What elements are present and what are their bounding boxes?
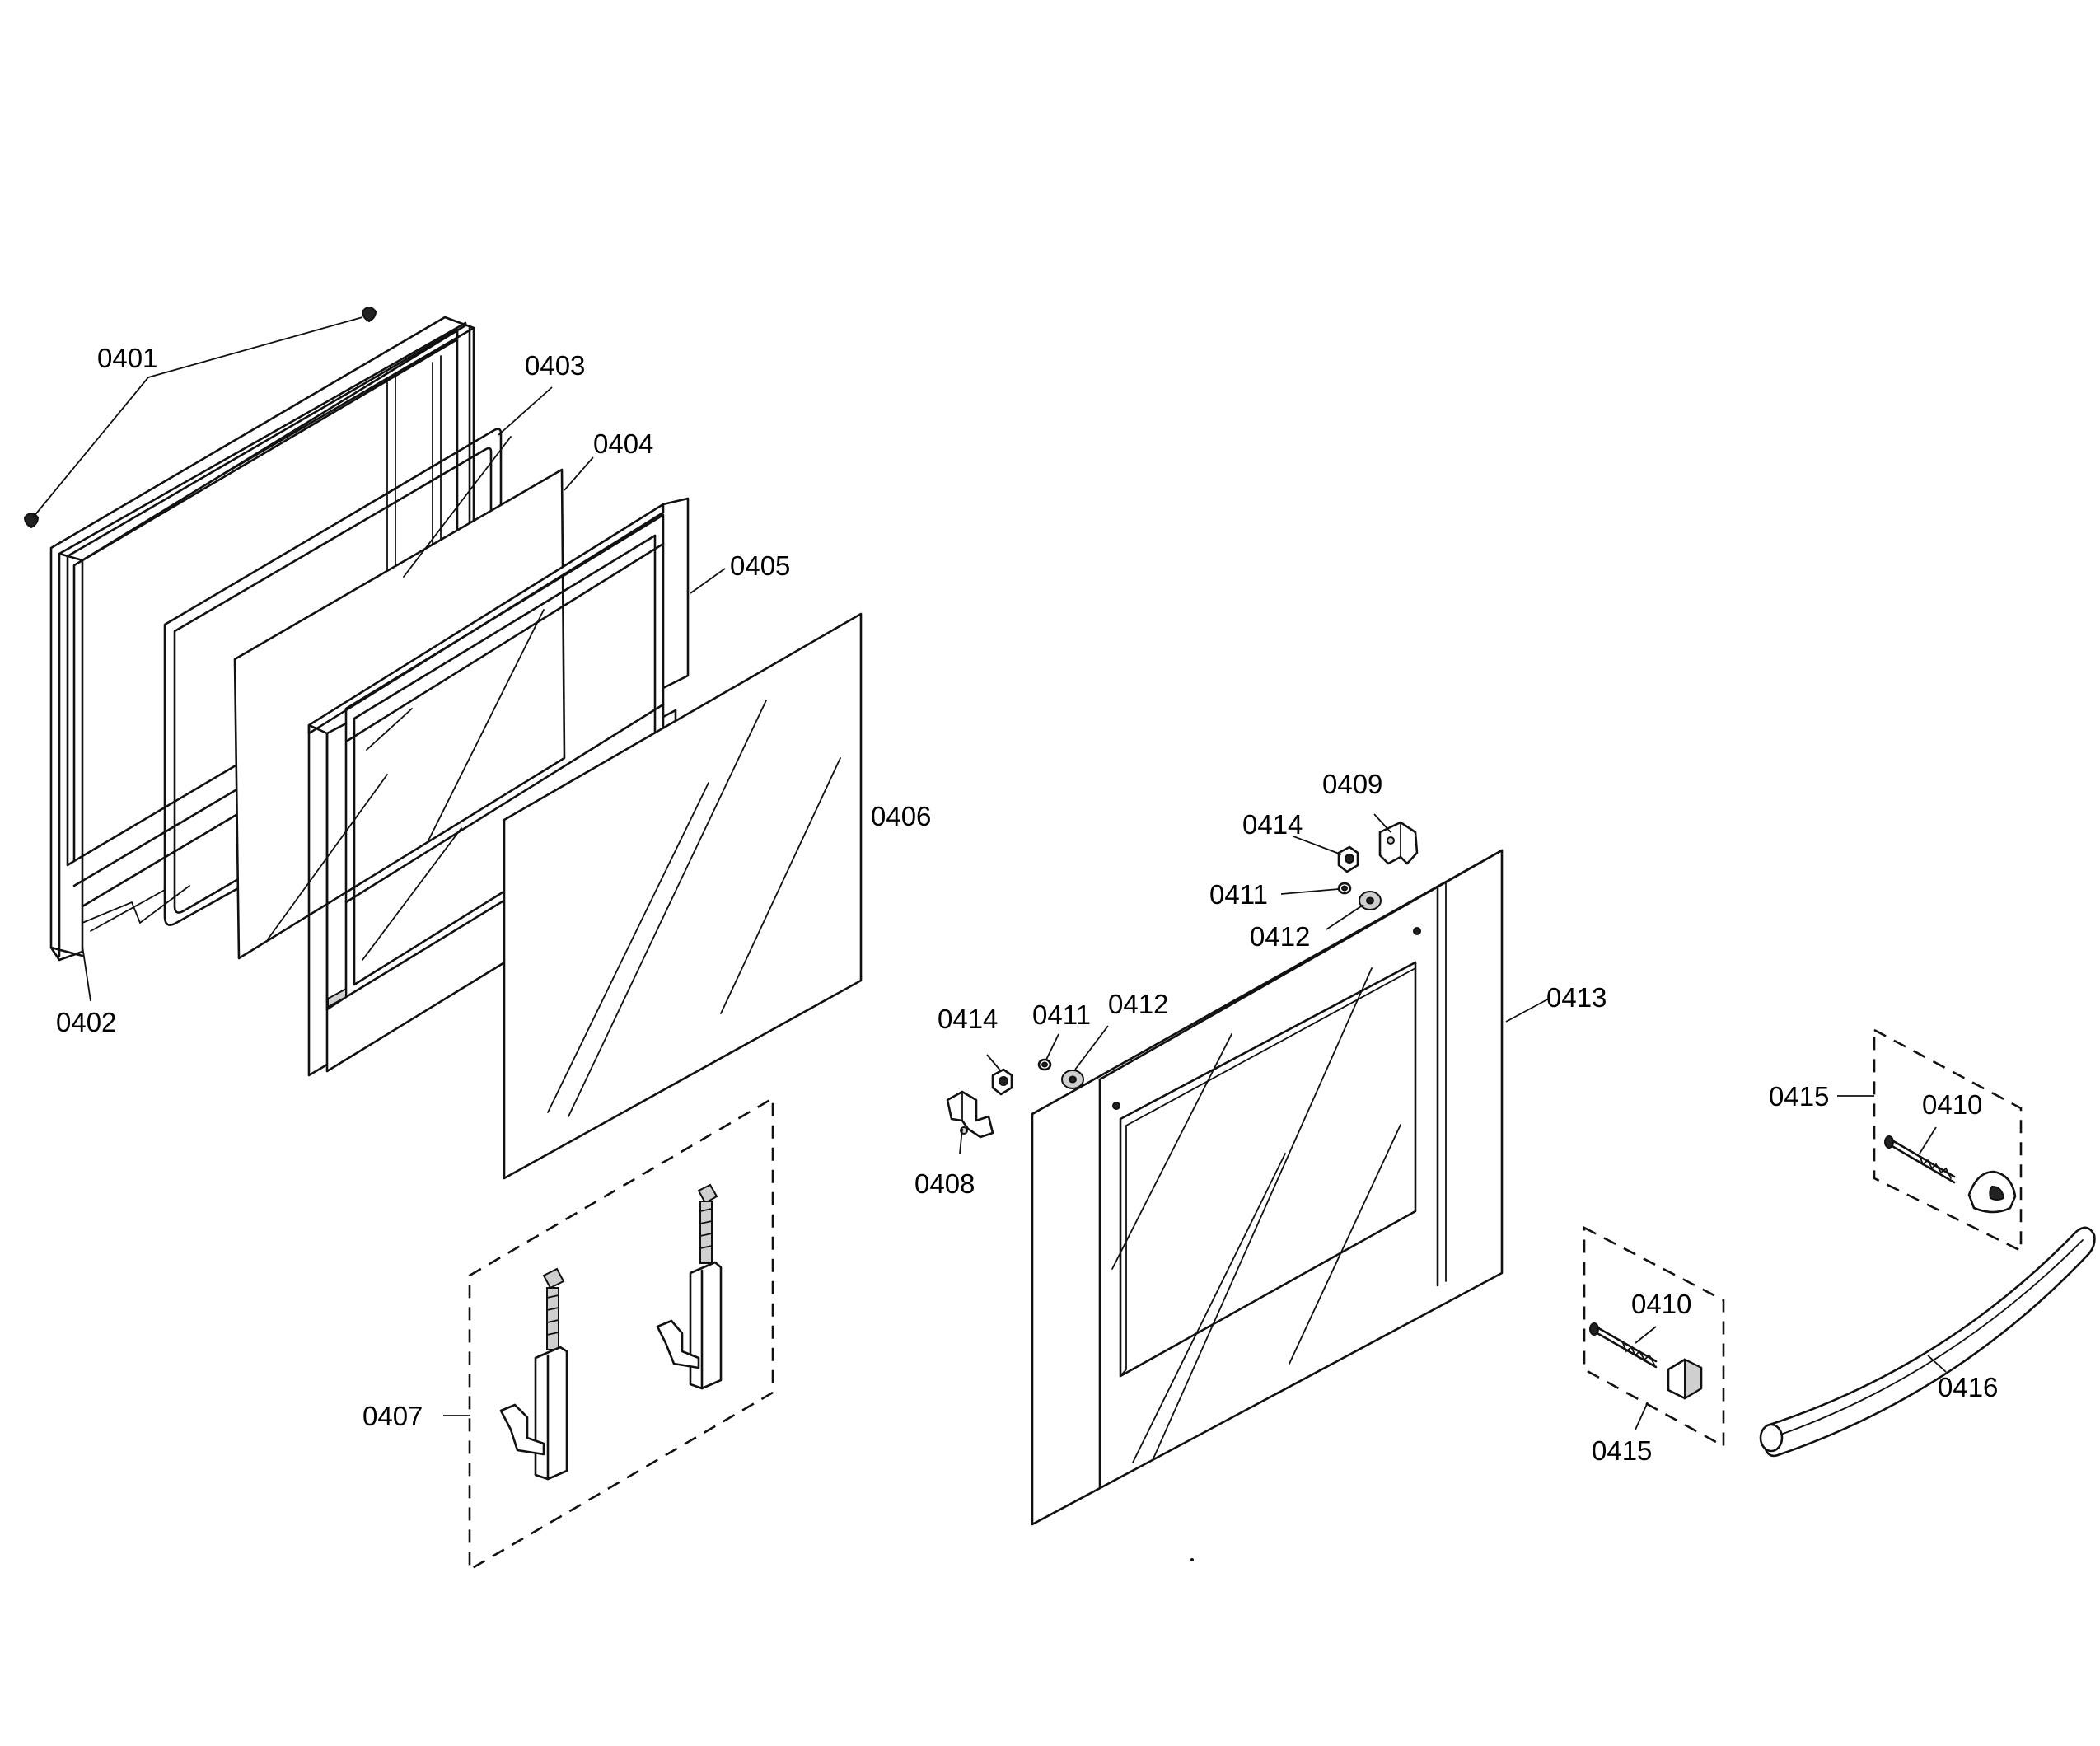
part-0415-handle-kit-lower [1583, 1225, 1725, 1449]
label-0413: 0413 [1546, 982, 1607, 1013]
label-0416: 0416 [1938, 1372, 1998, 1402]
part-labels: 0401 0402 0403 0404 0405 0406 0407 0408 … [56, 343, 1998, 1466]
part-0407-hinge-kit [468, 1096, 774, 1572]
hinge-right [656, 1183, 723, 1390]
label-0410-lower: 0410 [1631, 1289, 1691, 1319]
label-0412-upper: 0412 [1250, 921, 1310, 952]
label-0415-upper: 0415 [1769, 1081, 1829, 1112]
part-0409-hinge-bracket [1378, 821, 1419, 865]
label-0412-left: 0412 [1108, 989, 1168, 1019]
part-0414-clip-left [991, 1068, 1013, 1096]
label-0408: 0408 [914, 1168, 975, 1199]
part-0404-inner-glass [233, 436, 566, 960]
part-0416-handle-bar [1759, 1226, 2096, 1458]
label-0414-left: 0414 [938, 1004, 998, 1034]
part-0413-outer-door [1031, 849, 1504, 1526]
part-0408-hinge-bracket [946, 1090, 994, 1139]
stray-dot [1190, 1558, 1194, 1561]
hinge-left [499, 1267, 568, 1481]
part-0410-handle-screw-lower [1589, 1322, 1658, 1369]
label-0404: 0404 [593, 428, 653, 459]
part-0411-washer-left [1037, 1058, 1052, 1071]
label-0407: 0407 [362, 1401, 423, 1431]
label-0406: 0406 [871, 801, 931, 831]
label-0403: 0403 [525, 350, 585, 381]
leader-lines [32, 316, 1947, 1430]
label-0405: 0405 [730, 550, 790, 581]
label-0414-upper: 0414 [1242, 809, 1303, 840]
part-0415-handle-kit-upper [1873, 1027, 2023, 1253]
handle-end-cap-lower [1667, 1358, 1703, 1400]
label-0410-upper: 0410 [1922, 1089, 1982, 1120]
part-0412-washer-left [1061, 1070, 1084, 1089]
label-0411-left: 0411 [1032, 999, 1091, 1030]
label-0402: 0402 [56, 1007, 116, 1037]
part-0405-glass-carrier [307, 497, 690, 1077]
label-0401: 0401 [97, 343, 157, 373]
label-0415-lower: 0415 [1592, 1435, 1652, 1466]
part-0406-outer-glass [503, 612, 863, 1180]
part-0412-washer-upper [1359, 891, 1382, 910]
part-0410-handle-screw-upper [1884, 1135, 1956, 1184]
handle-end-cap-upper [1967, 1170, 2017, 1214]
part-0414-clip-upper [1337, 845, 1359, 873]
label-0409: 0409 [1322, 769, 1382, 799]
label-0411-upper: 0411 [1209, 879, 1268, 910]
part-0411-washer-upper [1337, 882, 1352, 895]
